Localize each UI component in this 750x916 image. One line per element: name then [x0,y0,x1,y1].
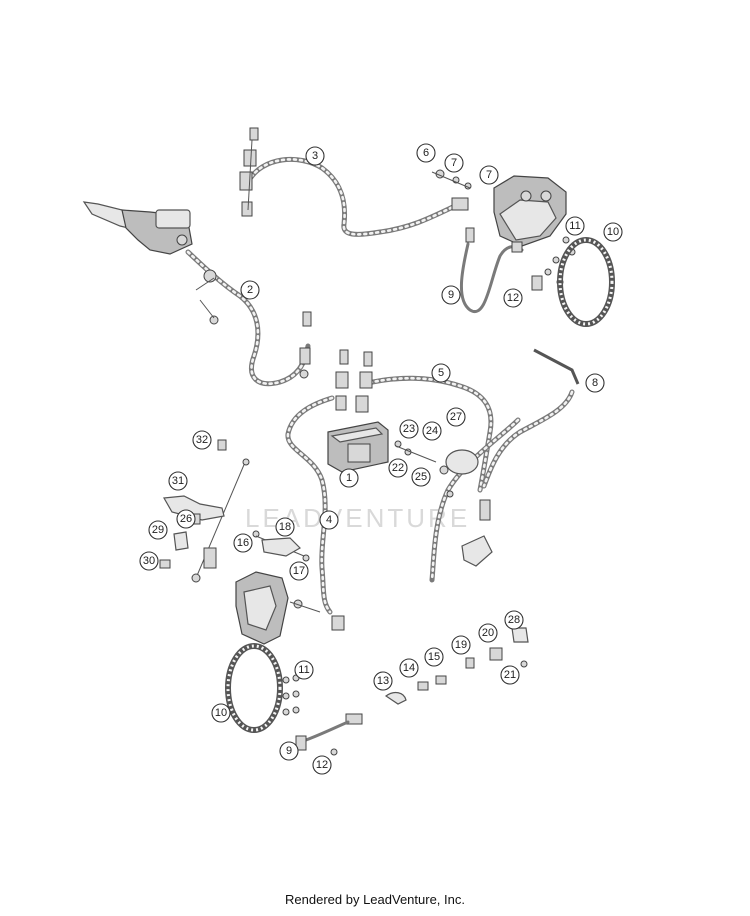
callout-11b: 11 [294,660,314,680]
callout-20: 20 [478,623,498,643]
svg-text:9: 9 [448,289,454,301]
brake-hose-2 [185,249,312,387]
svg-text:18: 18 [279,521,291,533]
svg-text:25: 25 [415,471,427,483]
callout-14: 14 [399,658,419,678]
svg-text:16: 16 [237,537,249,549]
svg-text:14: 14 [403,662,415,674]
mounting-hardware [384,627,529,705]
svg-text:19: 19 [455,639,467,651]
callout-9: 9 [441,285,461,305]
svg-text:28: 28 [508,614,520,626]
callout-7b: 7 [479,165,499,185]
svg-text:7: 7 [486,169,492,181]
sensor-bracket [252,530,310,562]
svg-text:20: 20 [482,627,494,639]
callout-4: 4 [319,510,339,530]
callout-9b: 9 [279,741,299,761]
front-brake-caliper [431,169,567,247]
callout-18: 18 [275,517,295,537]
rear-brake-caliper [235,571,321,645]
svg-text:22: 22 [392,462,404,474]
svg-text:27: 27 [450,411,462,423]
svg-text:8: 8 [592,377,598,389]
callout-22: 22 [388,458,408,478]
rear-brake-line-8 [429,348,580,583]
callout-31: 31 [168,471,188,491]
callout-10b: 10 [211,703,231,723]
front-abs-sensor-ring [557,237,615,327]
callout-21: 21 [500,665,520,685]
svg-text:12: 12 [316,759,328,771]
footer-credit: Rendered by LeadVenture, Inc. [285,892,465,907]
svg-text:26: 26 [180,513,192,525]
svg-text:6: 6 [423,147,429,159]
svg-text:10: 10 [607,226,619,238]
svg-text:15: 15 [428,651,440,663]
callout-12: 12 [503,288,523,308]
svg-text:9: 9 [286,745,292,757]
svg-text:12: 12 [507,292,519,304]
callout-27: 27 [446,407,466,427]
callout-13: 13 [373,671,393,691]
callout-24: 24 [422,421,442,441]
callout-7: 7 [444,153,464,173]
callout-23: 23 [399,419,419,439]
pedal-linkage-parts [159,439,250,583]
svg-text:13: 13 [377,675,389,687]
callout-11: 11 [565,216,585,236]
svg-text:32: 32 [196,434,208,446]
svg-text:17: 17 [293,565,305,577]
front-wheel-speed-sensor [459,227,576,314]
callout-25: 25 [411,467,431,487]
rear-wheel-speed-sensor [295,713,363,756]
front-brake-master-cylinder [82,201,193,255]
brake-hose-4 [285,349,349,631]
svg-text:7: 7 [451,157,457,169]
callout-17: 17 [289,561,309,581]
svg-text:29: 29 [152,524,164,536]
callout-6: 6 [416,143,436,163]
svg-text:3: 3 [312,150,318,162]
callout-1: 1 [339,468,359,488]
callout-12b: 12 [312,755,332,775]
svg-text:23: 23 [403,423,415,435]
svg-text:10: 10 [215,707,227,719]
callout-29: 29 [148,520,168,540]
callout-26: 26 [176,509,196,529]
callout-16: 16 [233,533,253,553]
callout-15: 15 [424,647,444,667]
callout-19: 19 [451,635,471,655]
callout-30: 30 [139,551,159,571]
svg-text:4: 4 [326,514,332,526]
svg-text:21: 21 [504,669,516,681]
callout-32: 32 [192,430,212,450]
abs-unit [327,421,389,473]
rear-abs-sensor-ring [225,643,300,733]
callout-28: 28 [504,610,524,630]
callout-2: 2 [240,280,260,300]
callout-8: 8 [585,373,605,393]
svg-text:11: 11 [298,664,309,676]
callout-3: 3 [305,146,325,166]
rear-reservoir [394,440,479,498]
brake-hose-5 [355,351,494,493]
svg-text:11: 11 [569,220,580,232]
svg-text:30: 30 [143,555,155,567]
svg-text:1: 1 [346,472,352,484]
callout-10: 10 [603,222,623,242]
callout-5: 5 [431,363,451,383]
brake-hose-3 [239,127,469,237]
svg-text:24: 24 [426,425,438,437]
svg-text:2: 2 [247,284,253,296]
svg-text:5: 5 [438,367,444,379]
svg-text:31: 31 [172,475,184,487]
